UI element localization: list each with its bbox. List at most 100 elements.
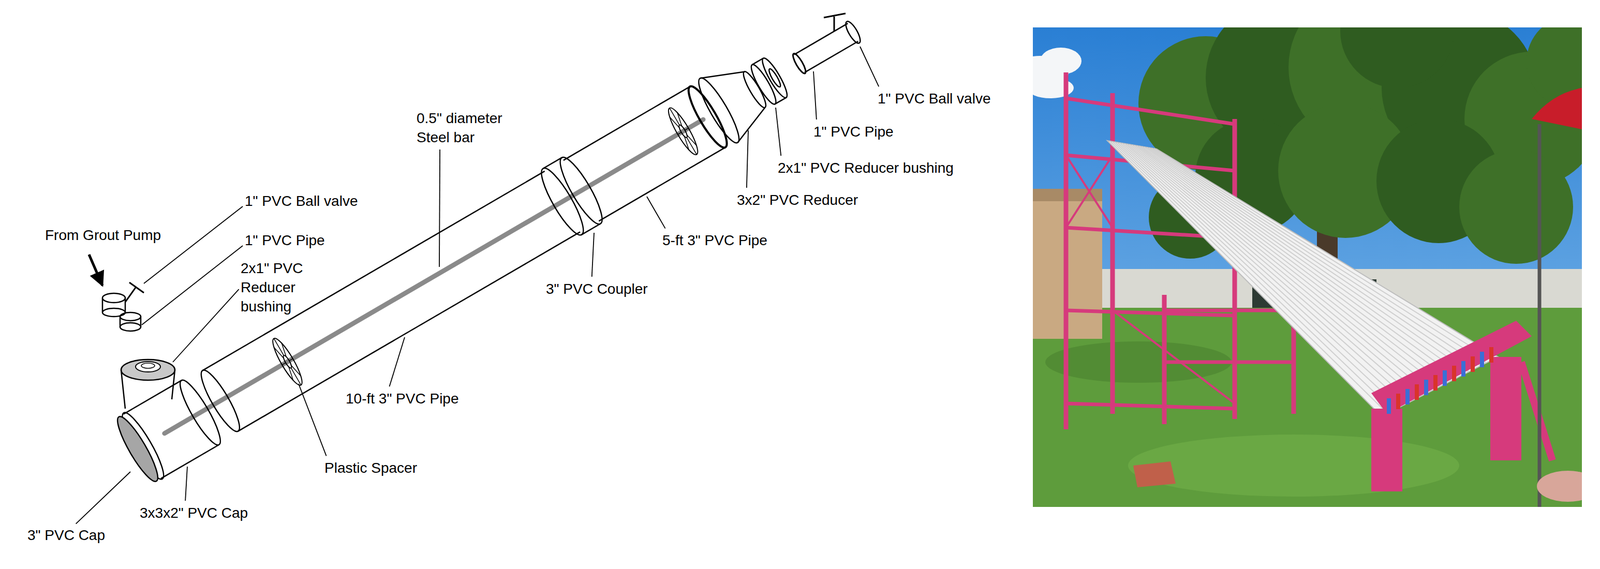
pipe-line xyxy=(1153,148,1493,361)
pipe-line xyxy=(1149,147,1481,367)
stand-block xyxy=(1371,408,1403,492)
cap-face xyxy=(111,412,164,486)
plastic-spacer-hub xyxy=(282,354,293,369)
stand-block xyxy=(1490,357,1522,461)
part-label: 3" PVC Coupler xyxy=(545,279,648,299)
inlet-valve-handle xyxy=(125,282,144,303)
coupler-ring xyxy=(535,164,590,240)
pipe-clamp xyxy=(1405,389,1410,405)
pipe-line xyxy=(1144,146,1470,373)
pipe-end xyxy=(683,82,733,152)
valve-end xyxy=(842,19,863,46)
pipe-line xyxy=(1139,145,1458,378)
spacer-spoke xyxy=(273,338,284,356)
part-label: 1" PVC Pipe xyxy=(244,230,325,250)
pipe-edge xyxy=(598,147,726,221)
pipe-line xyxy=(1122,143,1417,399)
small-pipe-edge xyxy=(804,41,859,73)
leader-line xyxy=(389,337,405,387)
inlet-bushing-bore xyxy=(141,363,155,369)
leader-line xyxy=(775,107,781,156)
pipe-line xyxy=(1127,143,1429,393)
part-label: 1" PVC Pipe xyxy=(813,122,894,142)
leader-line xyxy=(172,289,240,363)
leader-line xyxy=(591,232,595,277)
part-label: 1" PVC Ball valve xyxy=(877,89,991,109)
pipe-clamp xyxy=(1386,398,1391,414)
pipe-line xyxy=(1129,144,1435,390)
spacer-spoke xyxy=(669,108,680,126)
pipe-clamp xyxy=(1414,384,1419,400)
stand-leg xyxy=(1521,362,1553,461)
small-pipe-edge xyxy=(794,23,849,55)
part-label: Plastic Spacer xyxy=(324,458,418,478)
pipe-line xyxy=(1136,145,1452,381)
spacer-spoke xyxy=(278,343,289,357)
pipe-clamp xyxy=(1461,361,1466,377)
part-label: 2x1" PVC Reducer bushing xyxy=(777,158,954,178)
pipe-edge xyxy=(202,171,545,371)
pipe-line xyxy=(1132,144,1441,388)
inlet-pipe-end xyxy=(120,322,141,332)
spacer-spoke xyxy=(286,366,296,381)
pipe-assembly xyxy=(111,0,877,487)
small-pipe-ring xyxy=(790,52,808,76)
inlet-bushing xyxy=(121,359,175,381)
scaffold-bar xyxy=(1065,98,1235,125)
spacer-spoke xyxy=(289,358,293,361)
pipe-line xyxy=(1117,142,1405,405)
inlet-bushing-bore xyxy=(135,361,161,373)
pipe-line xyxy=(1142,146,1464,375)
scaffold-post xyxy=(1063,72,1069,430)
part-label: 1" PVC Ball valve xyxy=(244,191,358,211)
valve-handle xyxy=(823,13,846,32)
coupler-ring xyxy=(553,153,609,229)
stump xyxy=(1536,470,1582,502)
pipe-clamp xyxy=(1433,375,1438,391)
spacer-spoke xyxy=(290,367,301,385)
bushing-bore xyxy=(767,67,783,89)
part-label: 3x2" PVC Reducer xyxy=(736,190,858,210)
part-label: 3x3x2" PVC Cap xyxy=(139,503,248,523)
grass-patch xyxy=(1128,434,1460,497)
pipe-clamp xyxy=(1470,356,1475,373)
leader-line xyxy=(76,471,131,525)
tent xyxy=(1531,87,1582,130)
spacer-spoke xyxy=(674,112,685,127)
leader-line xyxy=(185,466,188,501)
part-label: 2x1" PVC Reducer bushing xyxy=(240,258,324,317)
pipe-line xyxy=(1146,147,1475,369)
pipe-clamp xyxy=(1479,351,1485,368)
pipe-edge xyxy=(238,231,581,432)
pipe-clamp xyxy=(1442,370,1447,387)
spacer-spoke xyxy=(282,362,286,365)
leader-line xyxy=(646,196,666,229)
spacer-spoke xyxy=(677,132,682,135)
coupler-edge xyxy=(543,157,562,169)
cap-body-edge xyxy=(160,445,219,479)
leader-line xyxy=(439,149,440,268)
leader-line xyxy=(860,46,879,87)
leader-line xyxy=(813,71,817,120)
pipe-clamp xyxy=(1489,347,1494,363)
leader-line xyxy=(141,245,243,325)
tree-foliage xyxy=(1340,27,1455,88)
leader-line xyxy=(298,383,327,456)
pipe-clamp xyxy=(1424,379,1429,396)
plastic-spacer xyxy=(268,335,307,389)
reducer-cone xyxy=(700,57,774,143)
steel-bar xyxy=(164,119,704,434)
pipe-line xyxy=(1151,147,1487,363)
bushing-edge xyxy=(775,97,787,105)
pipe-end xyxy=(195,366,246,436)
leader-line xyxy=(143,206,243,284)
bushing-face xyxy=(758,55,791,101)
spacer-spoke xyxy=(686,137,697,155)
inlet-pipe-end xyxy=(120,312,141,321)
plastic-spacer-hub xyxy=(677,124,689,139)
reducer-large-end xyxy=(692,73,745,147)
spacer-spoke xyxy=(682,136,692,151)
spacer-spoke xyxy=(685,128,689,131)
